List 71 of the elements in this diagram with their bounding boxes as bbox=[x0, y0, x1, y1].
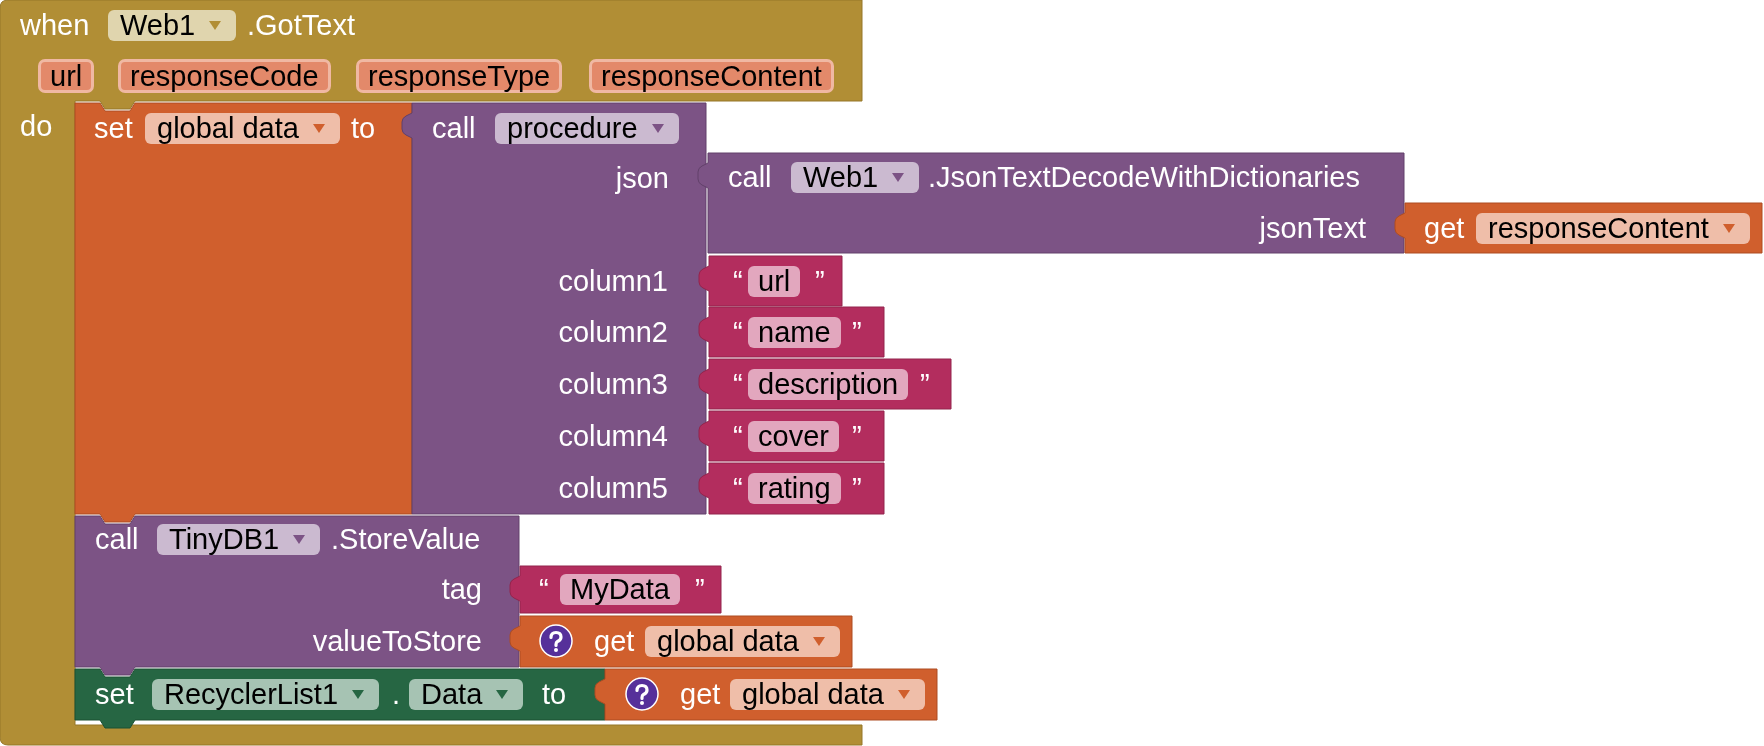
dropdown-selector: procedure bbox=[495, 112, 679, 144]
block-keyword: when bbox=[20, 8, 90, 42]
string-value: rating bbox=[748, 472, 841, 504]
quote-mark: ” bbox=[852, 471, 862, 505]
socket-label: jsonText bbox=[1259, 211, 1366, 245]
event-parameter: responseCode bbox=[118, 59, 331, 93]
quote-mark: ” bbox=[852, 419, 862, 453]
quote-mark: ” bbox=[695, 572, 705, 606]
text-string-block bbox=[699, 256, 842, 306]
variable-getter-block bbox=[510, 616, 852, 667]
text-string-block bbox=[699, 359, 951, 409]
quote-mark: “ bbox=[733, 315, 743, 349]
quote-mark: “ bbox=[733, 264, 743, 298]
dropdown-selector: Web1 bbox=[791, 161, 920, 193]
socket-label: column3 bbox=[558, 367, 668, 401]
method-name: .StoreValue bbox=[331, 522, 481, 556]
variable-setter-block bbox=[75, 103, 412, 522]
dropdown-selector: Web1 bbox=[108, 9, 237, 41]
method-name: .JsonTextDecodeWithDictionaries bbox=[928, 160, 1360, 194]
method-name: .GotText bbox=[247, 8, 355, 42]
string-value: name bbox=[748, 316, 841, 348]
dropdown-selector: global data bbox=[145, 112, 340, 144]
text-string-block bbox=[699, 463, 884, 514]
dropdown-selector: RecyclerList1 bbox=[152, 678, 380, 710]
string-value: description bbox=[748, 368, 909, 400]
socket-label: column4 bbox=[558, 419, 668, 453]
socket-label: column5 bbox=[558, 471, 668, 505]
quote-mark: ” bbox=[815, 264, 825, 298]
text-string-block bbox=[699, 307, 884, 357]
block-keyword: call bbox=[432, 111, 476, 145]
block-keyword: to bbox=[542, 677, 567, 711]
dropdown-selector: Data bbox=[409, 678, 524, 710]
text-string-block bbox=[699, 411, 884, 461]
quote-mark: ” bbox=[852, 315, 862, 349]
procedure-call-block bbox=[402, 103, 706, 514]
dropdown-selector: TinyDB1 bbox=[157, 523, 321, 555]
dropdown-selector: responseContent bbox=[1476, 212, 1750, 244]
socket-label: json bbox=[615, 161, 669, 195]
string-value: url bbox=[748, 265, 801, 297]
block-keyword: call bbox=[728, 160, 772, 194]
property-setter-block bbox=[75, 669, 605, 728]
event-parameter: responseType bbox=[356, 59, 563, 93]
method-call-block bbox=[698, 153, 1404, 253]
block-keyword: get bbox=[594, 624, 635, 658]
event-parameter: url bbox=[38, 59, 95, 93]
socket-label: valueToStore bbox=[312, 624, 482, 658]
variable-getter-block bbox=[595, 669, 937, 720]
variable-getter-block bbox=[1395, 203, 1762, 253]
socket-label: column1 bbox=[558, 264, 668, 298]
socket-label: tag bbox=[441, 572, 482, 606]
string-value: MyData bbox=[560, 573, 680, 605]
block-keyword: call bbox=[95, 522, 139, 556]
method-call-block bbox=[75, 516, 519, 675]
quote-mark: ” bbox=[920, 367, 930, 401]
socket-label: column2 bbox=[558, 315, 668, 349]
text-string-block bbox=[510, 566, 721, 613]
string-value: cover bbox=[748, 420, 839, 452]
block-keyword: do bbox=[20, 109, 53, 143]
block-keyword: to bbox=[351, 111, 376, 145]
quote-mark: “ bbox=[733, 367, 743, 401]
dropdown-selector: global data bbox=[730, 678, 925, 710]
quote-mark: “ bbox=[539, 572, 549, 606]
quote-mark: “ bbox=[733, 471, 743, 505]
block-keyword: set bbox=[94, 111, 133, 145]
block-keyword: get bbox=[1424, 211, 1465, 245]
quote-mark: “ bbox=[733, 419, 743, 453]
block-keyword: get bbox=[680, 677, 721, 711]
event-parameter: responseContent bbox=[589, 59, 834, 93]
dot-separator: . bbox=[392, 677, 401, 711]
block-keyword: set bbox=[95, 677, 134, 711]
dropdown-selector: global data bbox=[645, 625, 840, 657]
